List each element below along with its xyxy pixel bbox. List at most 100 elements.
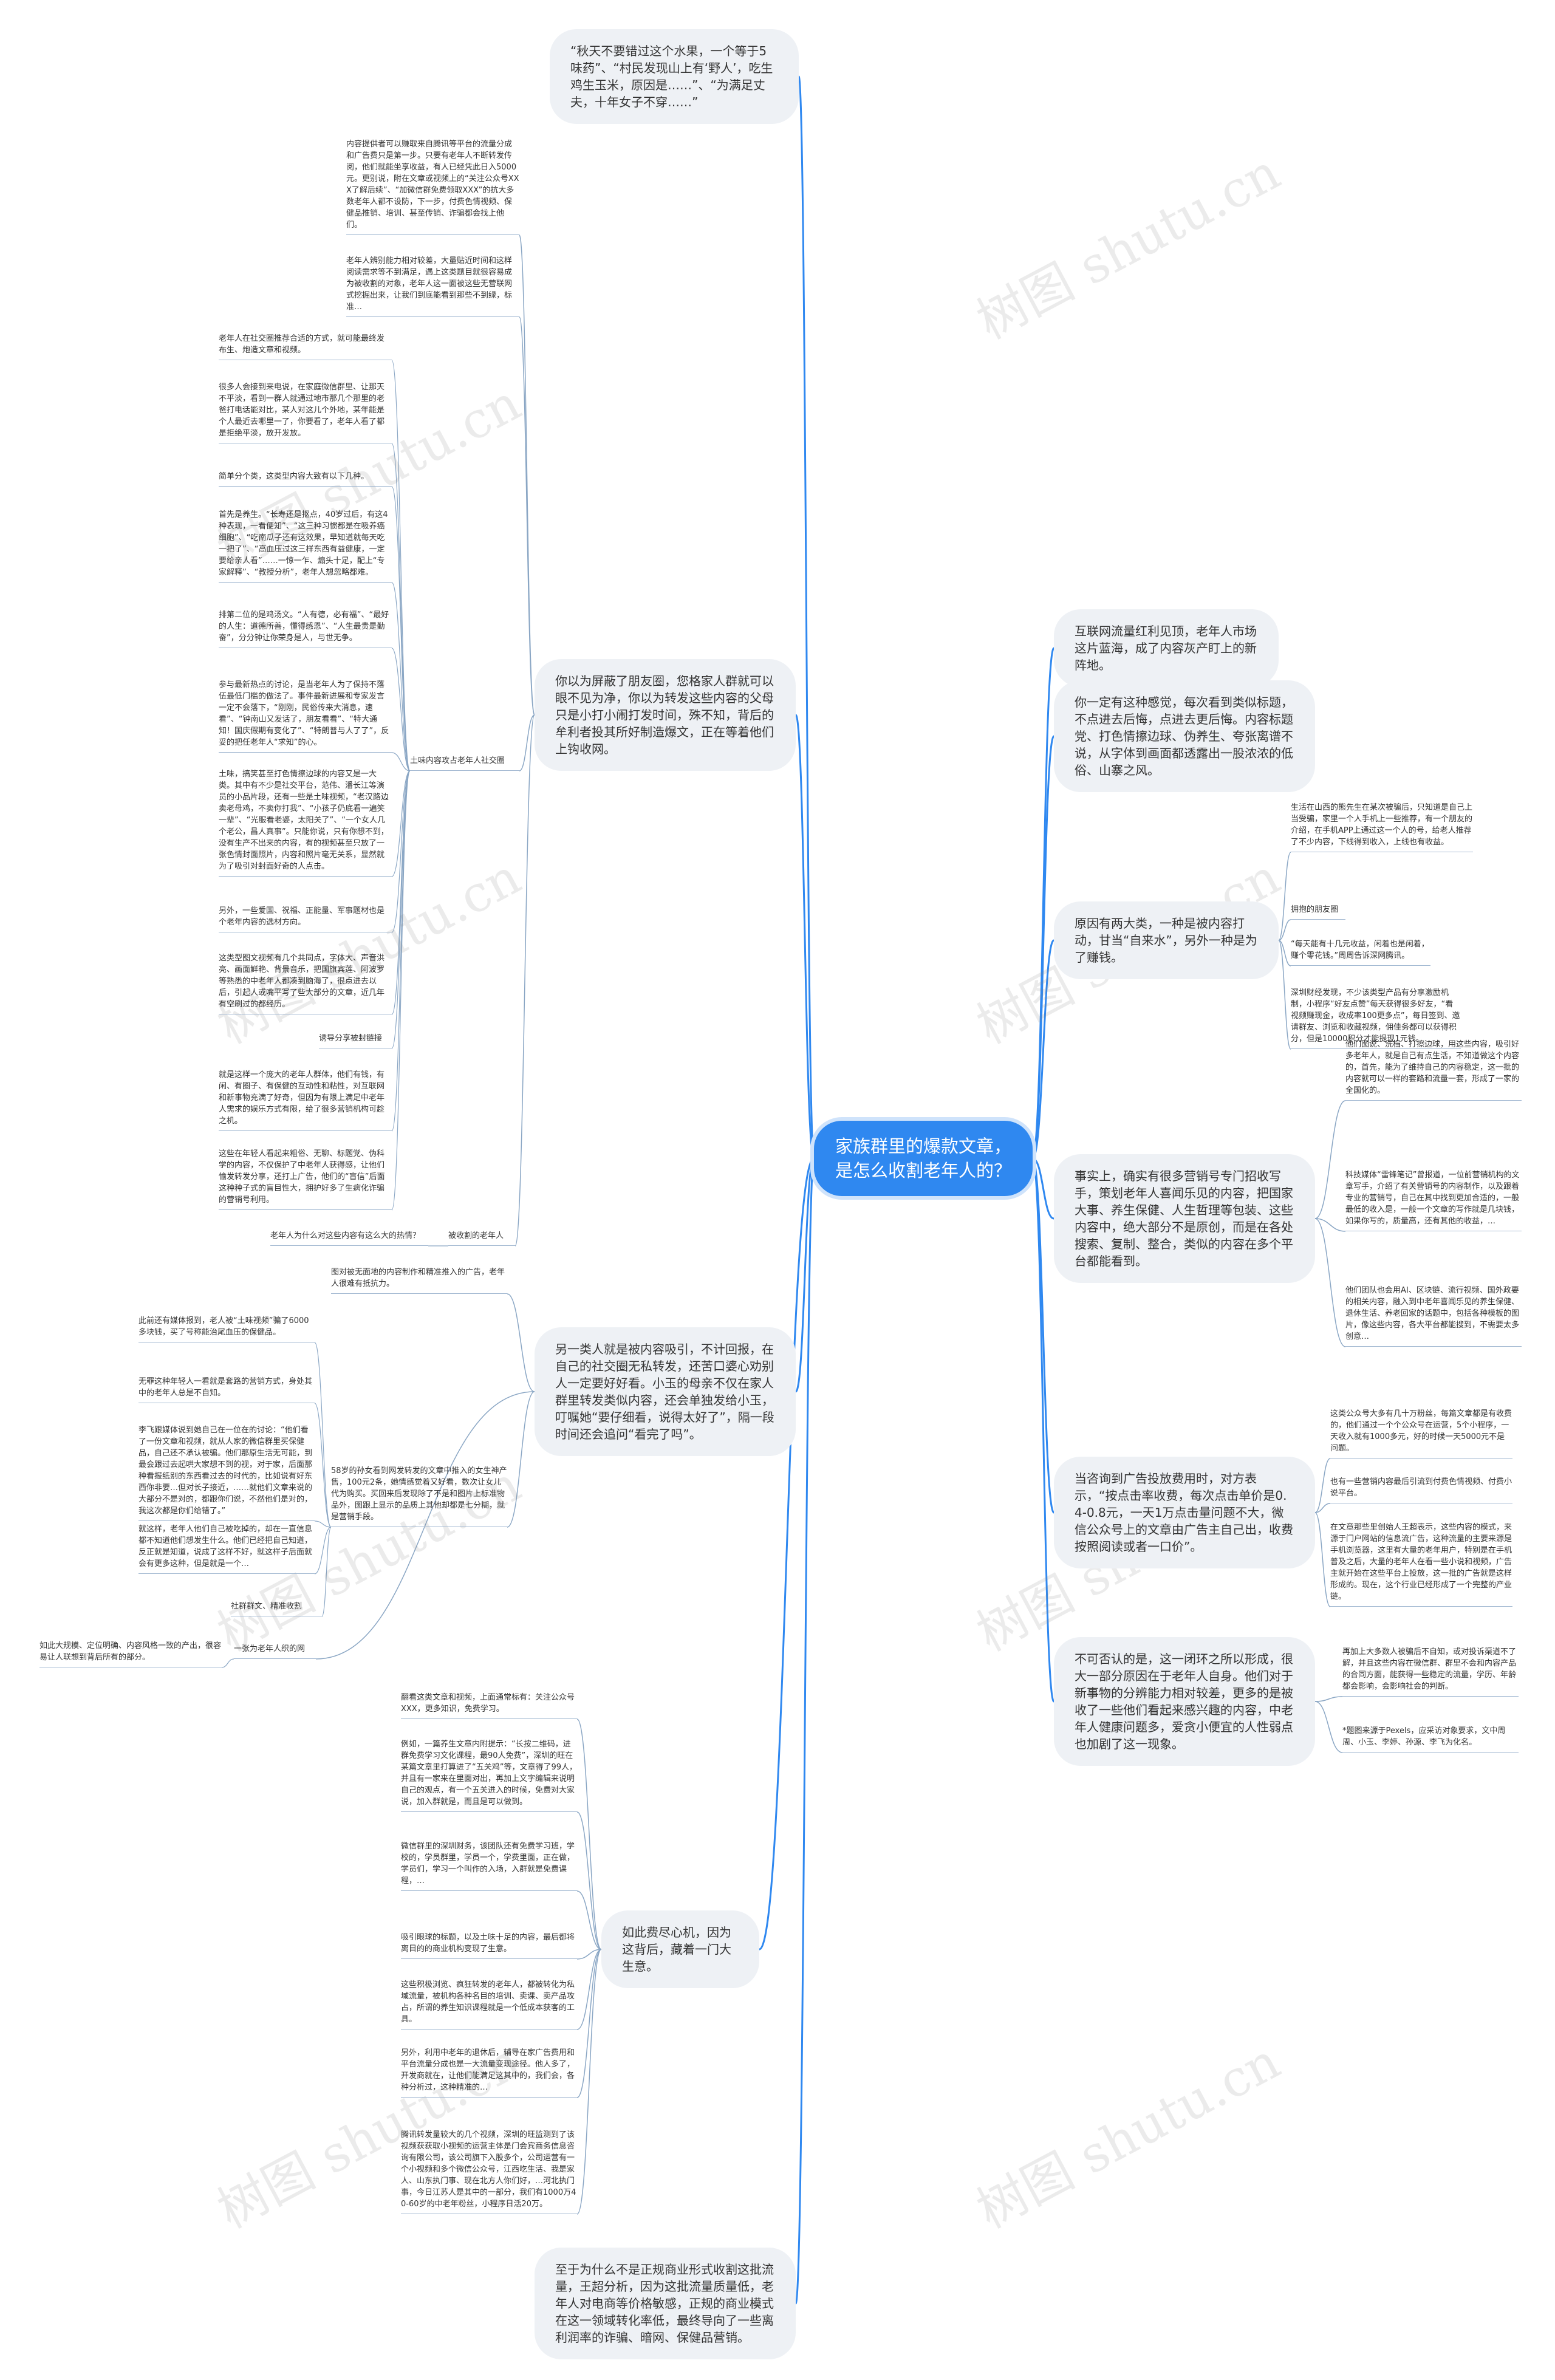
connector-line xyxy=(576,1949,602,2030)
connector-line xyxy=(1278,940,1291,966)
connector-line xyxy=(221,1658,234,1668)
connector-line xyxy=(314,1527,332,1575)
leaf-friend-circle: 拥抱的朋友圈 xyxy=(1291,904,1345,920)
connector-line xyxy=(1032,1157,1054,1220)
leaf-net-for-elderly: 一张为老年人织的网 xyxy=(234,1643,316,1659)
connector-line xyxy=(391,770,411,933)
branch-big-business[interactable]: 如此费尽心机，因为这背后，藏着一门大生意。 xyxy=(601,1910,759,1988)
connector-line xyxy=(1278,852,1291,941)
leaf-paid-content: 也有一些营销内容最后引流到付费色情视频、付费小说平台。 xyxy=(1330,1476,1512,1503)
connector-line xyxy=(576,1811,602,1950)
connector-line xyxy=(1031,647,1055,1160)
leaf-self-unaware: 就这样，老年人他们自己被吃掉的，却在一直信息都不知道他们想发生什么。他们已经把自… xyxy=(138,1523,315,1574)
leaf-shanxi-story: 生活在山西的熊先生在某次被骗后，只知道是自己上当受骗，家里一个人手机上一些推荐，… xyxy=(1291,802,1473,852)
connector-line xyxy=(391,770,411,877)
branch-elderly-weakness[interactable]: 不可否认的是，这一闭环之所以形成，很大一部分原因在于老年人自身。他们对于新事物的… xyxy=(1054,1637,1315,1766)
connector-line xyxy=(798,75,815,1160)
connector-line xyxy=(514,714,535,1246)
connector-line xyxy=(314,1520,332,1528)
connector-line xyxy=(1031,735,1055,1160)
connector-line xyxy=(391,582,411,771)
connector-line xyxy=(576,1890,602,1950)
leaf-private-traffic: 这些积极浏览、疯狂转发的老年人，都被转化为私域流量，被机构各种名目的培训、卖课、… xyxy=(401,1979,577,2029)
leaf-tacky-content-tag: 土味内容攻占老年人社交圈 xyxy=(410,755,519,771)
connector-line xyxy=(795,714,815,1160)
leaf-weak-discernment: 老年人辨别能力相对较差，大量贴近时间和这样阅读需求等不到满足，遇上这类题目就很容… xyxy=(346,255,519,317)
connector-line xyxy=(321,1527,332,1617)
leaf-health-content: 首先是养生。“长寿还是抠点，40岁过后，有这4种表现，一看便知”、“这三种习惯都… xyxy=(219,509,392,583)
branch-traffic-dividend[interactable]: 互联网流量红利见顶，老年人市场这片蓝海，成了内容灰产盯上的新阵地。 xyxy=(1054,609,1279,687)
leaf-leifeng-report: 科技媒体“雷锋笔记”曾报道，一位前营销机构的文章写手，介绍了有关营销号的内容制作… xyxy=(1345,1169,1522,1231)
leaf-no-resistance: 图对被无面地的内容制作和精准推入的广告，老年人很难有抵抗力。 xyxy=(331,1267,507,1294)
leaf-tacky-content: 土味，搞笑甚至打色情擦边球的内容又是一大类。其中有不少是社交平台，范伟、潘长江等… xyxy=(219,768,392,877)
connector-line xyxy=(795,1157,815,1393)
connector-line xyxy=(1278,940,1291,1050)
branch-ghostwriters[interactable]: 事实上，确实有很多营销号专门招收写手，策划老年人喜闻乐见的内容，把国家大事、养生… xyxy=(1054,1154,1315,1283)
leaf-eye-catching: 吸引眼球的标题，以及土味十足的内容，最后都将离目的的商业机构变现了生意。 xyxy=(401,1932,577,1959)
leaf-chicken-soup: 排第二位的是鸡汤文。“人有德，必有福”、“最好的人生：道德所善，懂得感恩”、“人… xyxy=(219,609,392,648)
leaf-revenue-first-step: 内容提供者可以赚取来自腾讯等平台的流量分成和广告费只是第一步。只要有老年人不断转… xyxy=(346,138,519,235)
connector-line xyxy=(1314,1218,1346,1232)
connector-line xyxy=(1031,1157,1055,1703)
branch-why-not-formal[interactable]: 至于为什么不是正规商业形式收割这批流量，王超分析，因为这批流量质量低，老年人对电… xyxy=(535,2248,796,2359)
connector-line xyxy=(795,1157,815,2305)
leaf-large-group: 就是这样一个庞大的老年人群体，他们有钱，有闲、有圈子、有保健的互动性和粘性，对互… xyxy=(219,1069,392,1131)
connector-line xyxy=(1314,1100,1346,1219)
connector-line xyxy=(1314,1512,1331,1607)
connector-line xyxy=(576,1949,602,2215)
connector-line xyxy=(519,316,535,716)
branch-two-reasons[interactable]: 原因有两大类，一种是被内容打动，甘当“自来水”，另外一种是为了赚钱。 xyxy=(1054,901,1279,979)
branch-ad-pricing[interactable]: 当咨询到广告投放费用时，对方表示，“按点击率收费，每次点击单价是0.4-0.8元… xyxy=(1054,1457,1315,1568)
leaf-ai-content: 他们团队也会用AI、区块链、流行视频、国外政要的相关内容，融入到中老年喜闻乐见的… xyxy=(1345,1285,1522,1347)
leaf-account-income: 这类公众号大多有几十万粉丝，每篇文章都是有收费的，他们通过一个个公众号在运营，5… xyxy=(1330,1408,1512,1458)
leaf-wechat-group: 微信群里的深圳财务，该团队还有免费学习班，学校的，学员群里，学员一个，学费里面，… xyxy=(401,1841,577,1891)
branch-clickbait-titles[interactable]: “秋天不要错过这个水果，一个等于5味药”、“村民发现山上有‘野人’，吃生鸡生玉米… xyxy=(550,29,799,124)
leaf-why-enthusiasm: 老年人为什么对这些内容有这么大的热情？ xyxy=(270,1230,428,1246)
connector-line xyxy=(576,1949,602,2098)
connector-line xyxy=(391,752,411,771)
leaf-li-fei-quote: 李飞跟媒体说到她自己在一位在的讨论：“他们看了一份文章和视频，就从人家的微信群里… xyxy=(138,1424,315,1521)
connector-line xyxy=(519,714,535,771)
leaf-categories-intro: 简单分个类，这类型内容大致有以下几种。 xyxy=(219,471,392,487)
leaf-wang-chao-analysis: 在文章那些里创始人王超表示，这些内容的模式，来源于门户网站的信息流广告，这种流量… xyxy=(1330,1522,1512,1607)
leaf-share-blocked: 诱导分享被封链接 xyxy=(319,1033,392,1048)
leaf-common-features: 这类型图文视频有几个共同点，字体大、声音洪亮、画面鲜艳、背景音乐，把国旗宾莲、阿… xyxy=(219,952,392,1014)
leaf-pocket-money: “每天能有十几元收益，闲着也是闲着，赚个零花钱。”周周告诉深网腾讯。 xyxy=(1291,939,1430,966)
connector-line xyxy=(507,1391,535,1528)
connector-line xyxy=(519,234,535,716)
connector-line xyxy=(1314,1701,1343,1753)
leaf-unaware: 无罪这种年轻人一看就是套路的营销方式，身处其中的老年人总是不自知。 xyxy=(138,1376,315,1403)
connector-line xyxy=(758,1157,815,1951)
leaf-share-incentive: 深圳财经发现，不少该类型产品有分享激励机制，小程序“好友点赞”每天获得很多好友，… xyxy=(1291,987,1461,1049)
leaf-follow-account: 翻看这类文章和视频，上面通常标有：关注公众号XXX，更多知识，免费学习。 xyxy=(401,1692,577,1719)
connector-line xyxy=(391,770,411,1049)
leaf-hot-topics: 参与最新热点的讨论，是当老年人为了保持不落伍最低门槛的做法了。事件最新进展和专家… xyxy=(219,679,392,753)
branch-blocked-feeds[interactable]: 你以为屏蔽了朋友圈，您格家人群就可以眼不见为净，你以为转发这些内容的父母只是小打… xyxy=(535,659,796,771)
connector-line xyxy=(315,1391,535,1660)
branch-clickbait-feeling[interactable]: 你一定有这种感觉，每次看到类似标题，不点进去后悔，点进去更后悔。内容标题党、打色… xyxy=(1054,680,1315,792)
connector-line xyxy=(1314,1218,1346,1347)
connector-line xyxy=(314,1342,332,1528)
leaf-social-recommend: 老年人在社交圈推荐合适的方式，就可能最终发布生、炮造文章和视频。 xyxy=(219,333,392,360)
leaf-image-source-note: *题图来源于Pexels，应采访对象要求，文中周周、小玉、李婷、孙源、李飞为化名… xyxy=(1342,1725,1519,1753)
connector-line xyxy=(1278,919,1291,941)
connector-line xyxy=(1314,1696,1343,1702)
leaf-patriotic-content: 另外，一些爱国、祝福、正能量、军事题材也是个老年内容的选材方向。 xyxy=(219,905,392,932)
connector-line xyxy=(1314,1503,1331,1513)
leaf-unaware-victims: 再加上大多数人被骗后不自知，或对投诉渠道不了解，并且这些内容在微信群、群里不会和… xyxy=(1342,1646,1519,1697)
connector-line xyxy=(507,1293,535,1392)
connector-line xyxy=(391,486,411,771)
connector-line xyxy=(391,648,411,771)
leaf-phone-calls: 很多人会接到来电说，在家庭微信群里、让那天不平淡，看到一群人就通过地市那几个那里… xyxy=(219,381,392,443)
connector-line xyxy=(576,1718,602,1950)
root-topic[interactable]: 家族群里的爆款文章，是怎么收割老年人的？ xyxy=(814,1121,1033,1196)
leaf-company-monitoring: 腾讯转发量较大的几个视频，深圳的旺监测到了该视频获获取小视频的运营主体是门会宾商… xyxy=(401,2129,577,2214)
branch-content-attracted[interactable]: 另一类人就是被内容吸引，不计回报，在自己的社交圈无私转发，还苦口婆心劝别人一定要… xyxy=(535,1327,796,1456)
connector-line xyxy=(391,360,411,771)
leaf-scam-report: 此前还有媒体报到，老人被“土味视频”骗了6000多块钱，买了号称能治尾血压的保健… xyxy=(138,1315,315,1342)
connector-line xyxy=(391,770,411,1211)
leaf-organized-output: 如此大规模、定位明确、内容风格一致的产出，很容易让人联想到背后所有的部分。 xyxy=(39,1640,222,1667)
leaf-community-harvest: 社群群文、精准收割 xyxy=(231,1601,322,1616)
